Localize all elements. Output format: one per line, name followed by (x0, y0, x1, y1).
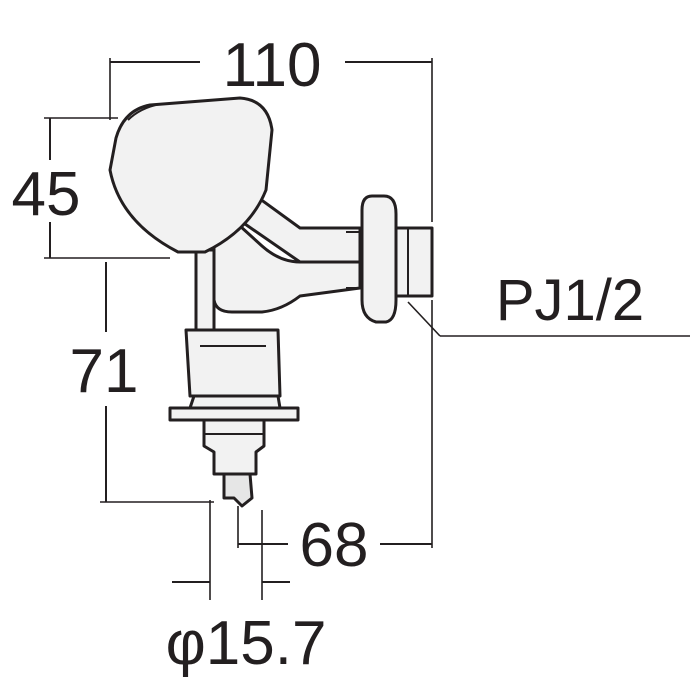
handle-knob (108, 96, 274, 254)
spout-flange-body (188, 394, 282, 410)
spout-flange (168, 406, 300, 422)
leader-line-diagonal (407, 301, 441, 337)
wall-connector (346, 194, 434, 324)
horizontal-pipe (212, 224, 362, 314)
dimension-68: 68 (237, 300, 433, 580)
dim-label-68: 68 (300, 511, 369, 580)
handle-knob-shape (108, 96, 274, 254)
dimension-110: 110 (109, 31, 433, 222)
thread-spec-callout: PJ1/2 (407, 268, 690, 337)
connector-flange (360, 194, 398, 324)
spout-nozzle (202, 418, 266, 476)
spout-tip (222, 472, 254, 508)
vertical-stem (194, 248, 216, 332)
handle-knob-cap-edge (127, 103, 161, 121)
connector-thread-body (394, 226, 434, 298)
thread-spec-label: PJ1/2 (496, 268, 644, 333)
dim-label-71: 71 (70, 337, 139, 406)
dim-label-phi-15-7: φ15.7 (166, 609, 327, 678)
dimension-71: 71 (70, 262, 214, 503)
dim-label-110: 110 (223, 31, 322, 100)
dimension-phi-15-7: φ15.7 (166, 500, 327, 678)
dim-label-45: 45 (12, 160, 81, 229)
faucet-body (108, 96, 434, 508)
spout-collar (184, 328, 282, 398)
dimension-45: 45 (12, 117, 170, 259)
